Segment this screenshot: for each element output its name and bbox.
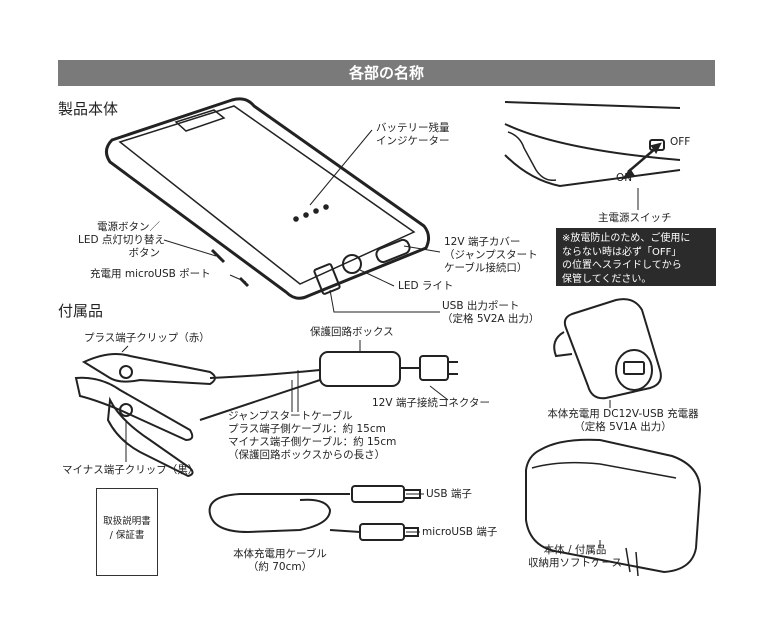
page-title: 各部の名称 [348, 64, 424, 82]
label-12v-connector: 12V 端子接続コネクター [372, 397, 490, 409]
label-usb-end: USB 端子 [426, 488, 472, 500]
label-minus-clip: マイナス端子クリップ（黒） [62, 464, 199, 476]
caution-note: ※放電防止のため、ご使用に ならない時は必ず「OFF」 の位置へスライドしてから… [556, 228, 716, 286]
section-accessories: 付属品 [58, 302, 104, 320]
label-soft-case: 本体 / 付属品 収納用ソフトケース [528, 544, 622, 569]
soft-case-illustration [525, 438, 702, 577]
switch-detail-illustration [504, 101, 681, 188]
label-plus-clip: プラス端子クリップ（赤） [84, 332, 210, 344]
power-bank-illustration [105, 97, 431, 300]
label-micro-usb-end: microUSB 端子 [422, 526, 498, 538]
label-battery-indicator: バッテリー残量 インジケーター [376, 122, 450, 147]
label-power-button: 電源ボタン／ LED 点灯切り替え ボタン [78, 221, 165, 259]
label-12v-cover: 12V 端子カバー （ジャンプスタート ケーブル接続口） [444, 236, 538, 274]
label-charge-cable: 本体充電用ケーブル （約 70cm） [233, 548, 327, 573]
usb-cable-illustration [208, 485, 421, 541]
label-car-charger: 本体充電用 DC12V-USB 充電器 （定格 5V1A 出力） [547, 408, 699, 433]
label-jump-cable: ジャンプスタートケーブル プラス端子側ケーブル：約 15cm マイナス端子側ケー… [228, 410, 397, 461]
label-charge-port: 充電用 microUSB ポート [90, 268, 211, 280]
manual-booklet: 取扱説明書 / 保証書 [96, 488, 158, 576]
label-led-light: LED ライト [398, 280, 454, 292]
jump-cable-illustration [74, 351, 458, 478]
car-charger-illustration [553, 298, 662, 400]
label-switch-on: ON [616, 172, 633, 184]
leader-lines [121, 129, 639, 548]
label-switch-off: OFF [670, 136, 691, 148]
label-usb-out: USB 出力ポート （定格 5V2A 出力） [442, 300, 540, 325]
section-main-body: 製品本体 [58, 100, 119, 118]
label-main-switch: 主電源スイッチ [598, 212, 672, 224]
label-protection-box: 保護回路ボックス [310, 326, 394, 338]
header-bar: 各部の名称 [58, 60, 715, 86]
